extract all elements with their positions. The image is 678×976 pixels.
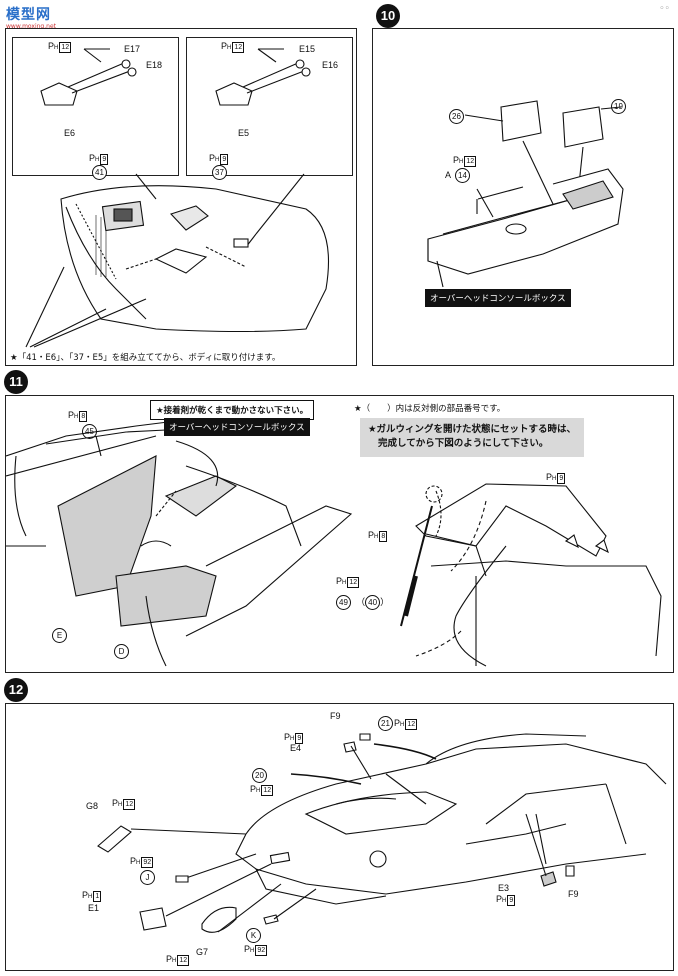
part-f9-top: F9 bbox=[330, 711, 341, 721]
step-number-10: 10 bbox=[376, 4, 400, 28]
step9-inset-right bbox=[186, 37, 353, 176]
opposite-side-note: ★（ ）内は反対側の部品番号です。 bbox=[354, 404, 506, 414]
part-e1: E1 bbox=[88, 903, 100, 913]
part-e16: E16 bbox=[322, 60, 339, 70]
page-corner-mark: ◦◦ bbox=[659, 4, 670, 14]
part-40: 40 bbox=[365, 595, 381, 610]
part-d: D bbox=[114, 644, 129, 659]
watermark-url: www.moxing.net bbox=[6, 23, 56, 30]
gullwing-line2: 完成してから下図のようにして下さい。 bbox=[378, 438, 549, 450]
part-21: 21 bbox=[378, 716, 393, 731]
part-49: 49 bbox=[336, 595, 351, 610]
part-49-40: 49 （40） bbox=[336, 590, 389, 610]
part-14: 14 bbox=[455, 168, 470, 183]
watermark: 模型网 www.moxing.net bbox=[6, 4, 56, 30]
part-19: 19 bbox=[611, 99, 626, 114]
step11-drawing bbox=[6, 420, 662, 667]
part-a: A bbox=[445, 170, 452, 180]
step9-drawing bbox=[25, 48, 329, 348]
part-e3: E3 bbox=[498, 883, 510, 893]
step10-caption: オーバーヘッドコンソールボックス bbox=[425, 289, 571, 307]
part-j: J bbox=[140, 870, 155, 885]
part-e17: E17 bbox=[124, 44, 141, 54]
part-e: E bbox=[52, 628, 67, 643]
watermark-site: 模型网 bbox=[6, 7, 51, 23]
gullwing-line1: ★ガルウィングを開けた状態にセットする時は、 bbox=[368, 424, 577, 435]
gullwing-instruction: ★ガルウィングを開けた状態にセットする時は、 完成してから下図のようにして下さい… bbox=[360, 418, 585, 457]
part-37: 37 bbox=[212, 165, 227, 180]
part-g7: G7 bbox=[196, 947, 209, 957]
part-g8: G8 bbox=[86, 801, 99, 811]
part-f9-bottom: F9 bbox=[568, 889, 579, 899]
part-e4: E4 bbox=[290, 743, 302, 753]
part-e18: E18 bbox=[146, 60, 163, 70]
part-k: K bbox=[246, 928, 261, 943]
step-number-11: 11 bbox=[4, 370, 28, 394]
part-41: 41 bbox=[92, 165, 107, 180]
step9-footnote: ★「41・E6」、「37・E5」を組み立ててから、ボディに取り付けます。 bbox=[10, 353, 281, 363]
part-e5: E5 bbox=[238, 128, 250, 138]
step12-drawing bbox=[97, 733, 667, 933]
console-label: オーバーヘッドコンソールボックス bbox=[164, 418, 310, 436]
part-e15: E15 bbox=[299, 44, 316, 54]
step-number-12: 12 bbox=[4, 678, 28, 702]
part-20: 20 bbox=[252, 768, 267, 783]
part-e6: E6 bbox=[64, 128, 76, 138]
part-26: 26 bbox=[449, 109, 464, 124]
step10-drawing bbox=[427, 100, 624, 288]
